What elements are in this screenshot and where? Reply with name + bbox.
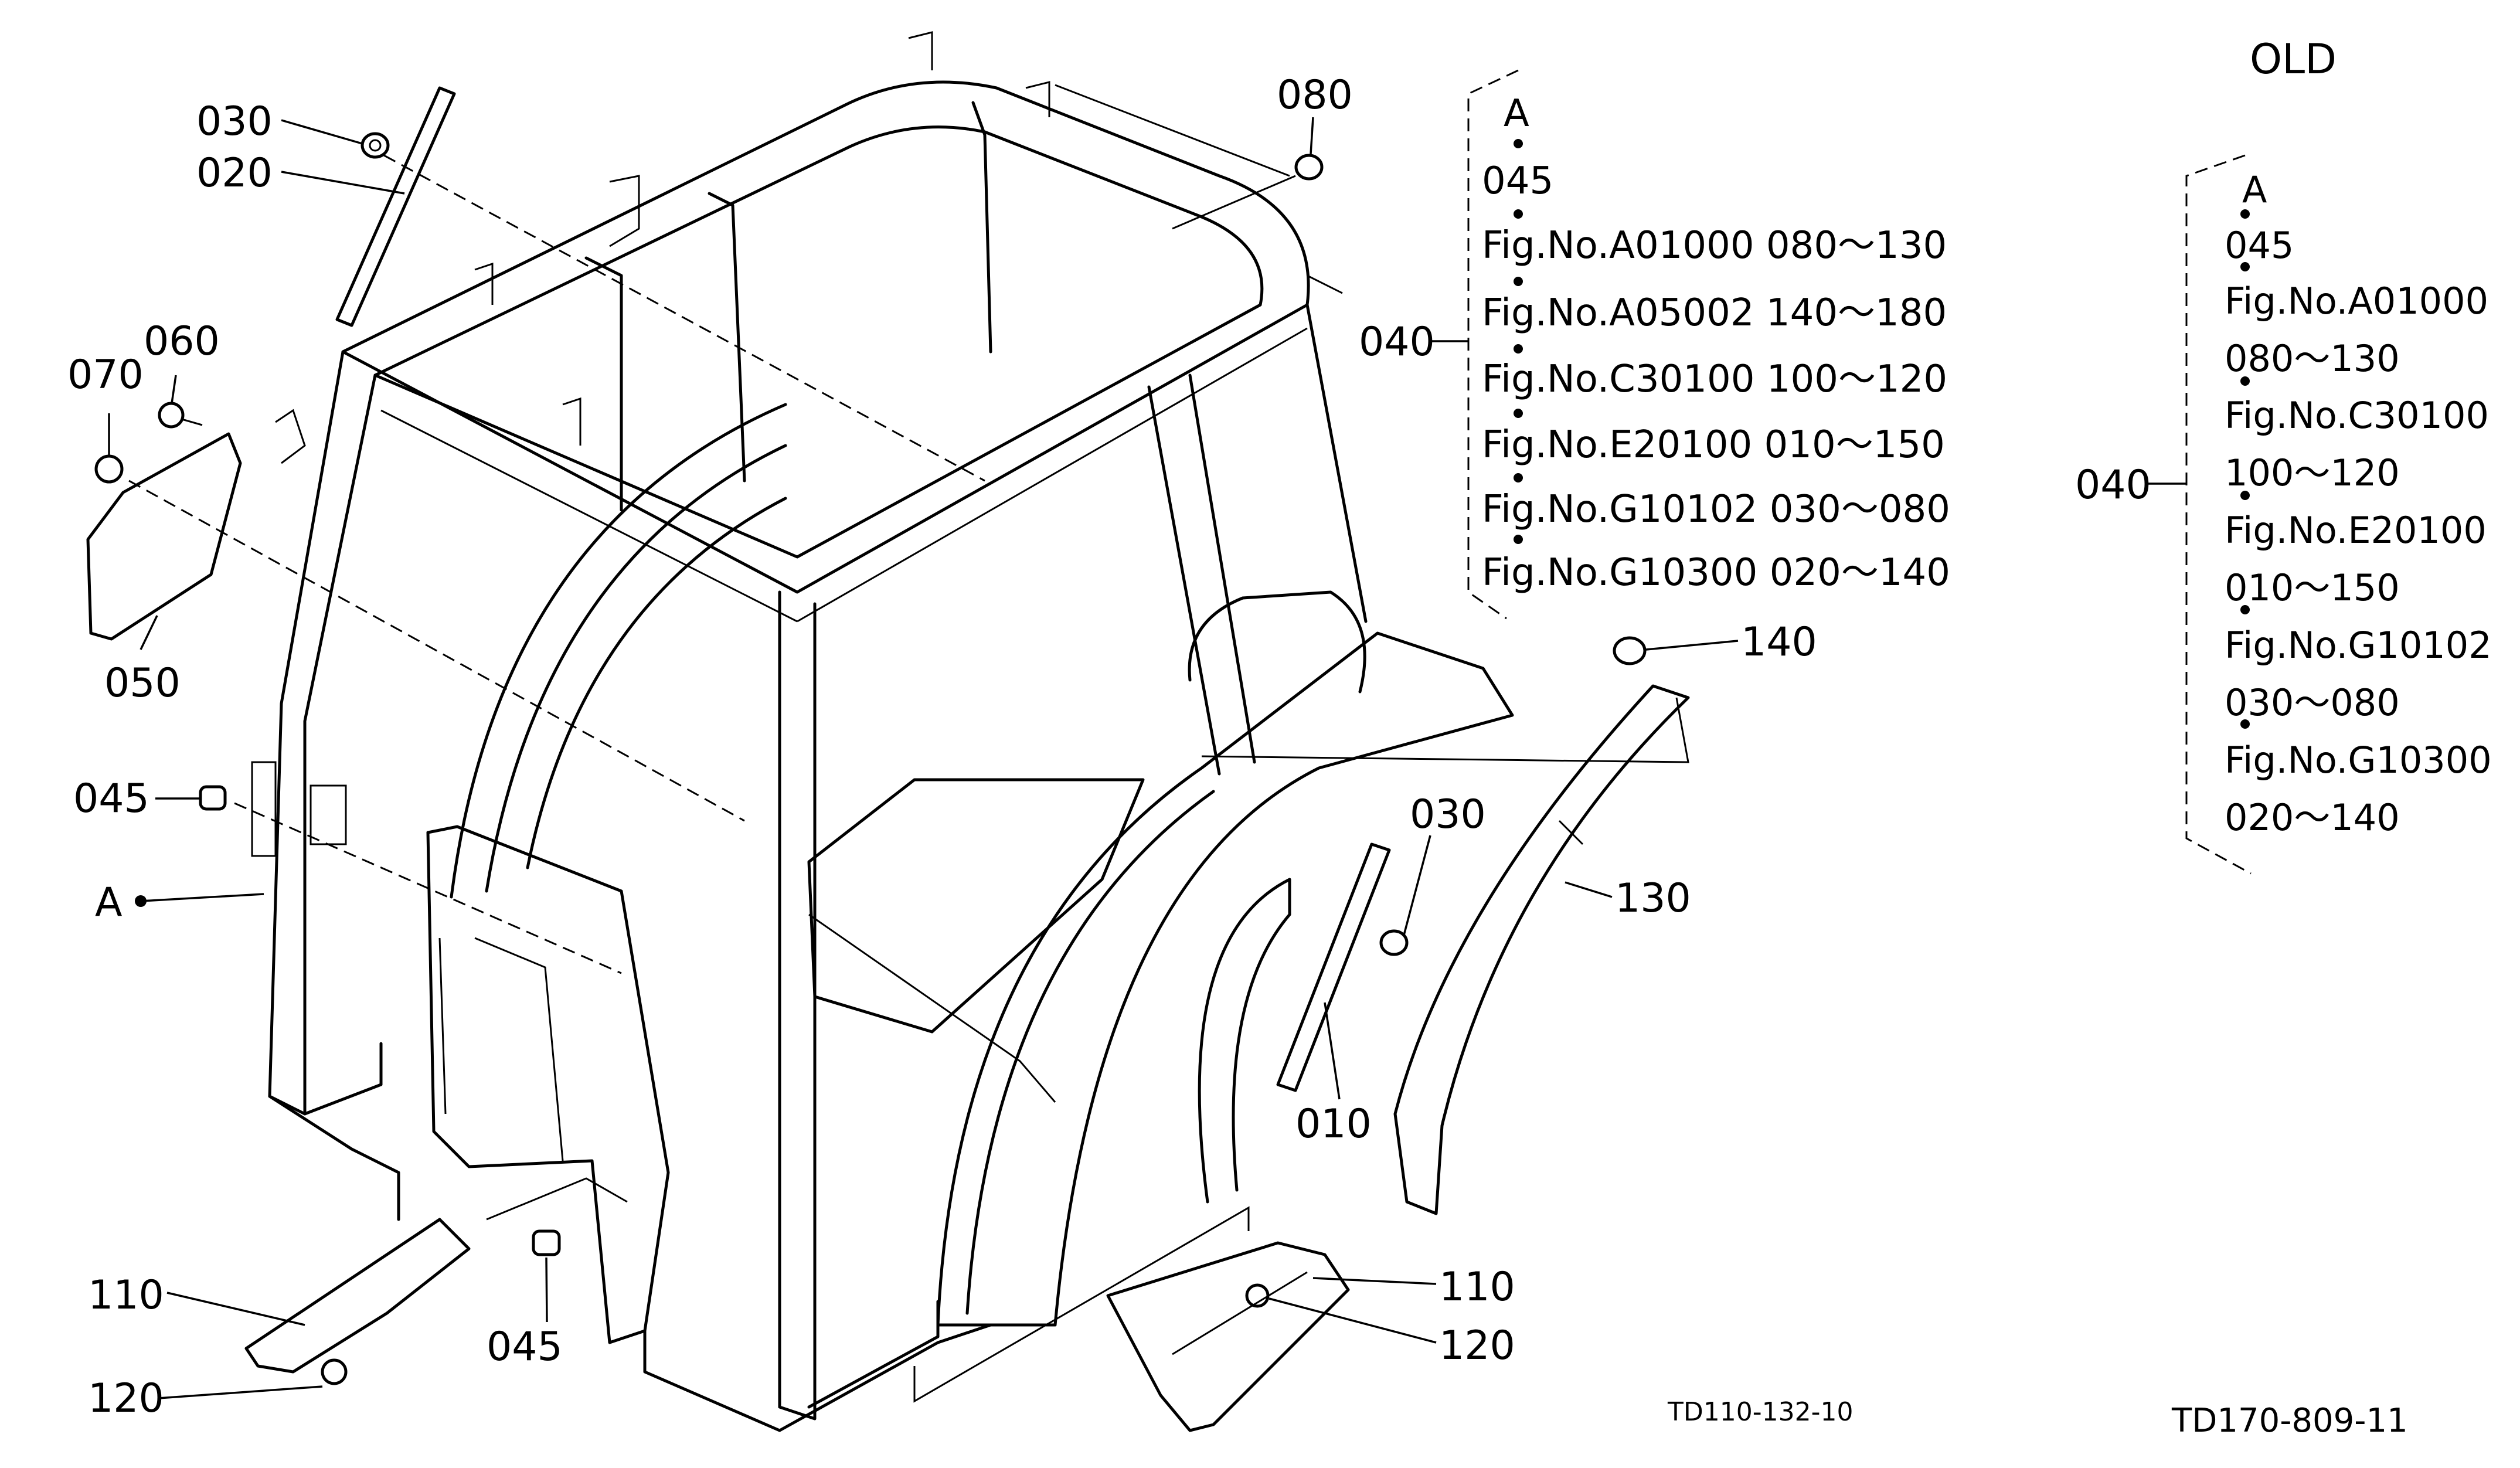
old-ref-row: 010〜150 (2225, 566, 2400, 609)
part-050-panel (86, 432, 242, 641)
callout-labels: 030 020 080 060 070 050 045 A 140 030 13… (67, 72, 1817, 1422)
callout-120-left: 120 (88, 1375, 164, 1422)
part-060-bolt (158, 402, 185, 429)
part-110-left-step (244, 1218, 471, 1374)
part-010-strip (1276, 842, 1391, 1092)
current-ref-a: A (1504, 92, 1529, 135)
current-ref-045: 045 (1482, 159, 1553, 203)
current-ref-row: Fig.No.G10300 020〜140 (1482, 551, 1950, 594)
cab-frame (251, 31, 1514, 1432)
sheet-code: TD170-809-11 (2171, 1402, 2408, 1440)
old-ref-row: Fig.No.C30100 (2225, 394, 2489, 437)
current-ref-row: Fig.No.A01000 080〜130 (1482, 224, 1947, 267)
drawing-code: TD110-132-10 (1667, 1397, 1853, 1427)
current-ref-row: Fig.No.G10102 030〜080 (1482, 488, 1950, 531)
part-045-upper (199, 785, 227, 811)
callout-030-b: 030 (1410, 791, 1486, 838)
current-ref-row: Fig.No.E20100 010〜150 (1482, 423, 1945, 467)
old-ref-list: OLD 040 A 045 Fig.No.A01000 080〜130 Fig.… (2075, 35, 2492, 839)
old-ref-row: Fig.No.G10102 (2225, 624, 2492, 667)
leader-lines (108, 117, 1739, 1399)
callout-A: A (95, 879, 123, 926)
part-120-bolt-left (321, 1358, 348, 1385)
old-ref-045: 045 (2225, 224, 2294, 267)
part-140-grommet (1613, 636, 1647, 665)
old-ref-row: 080〜130 (2225, 337, 2400, 380)
current-ref-bracket (1467, 69, 1523, 620)
old-ref-row: Fig.No.A01000 (2225, 280, 2488, 322)
part-045-lower (532, 1229, 561, 1256)
callout-080: 080 (1277, 72, 1353, 118)
part-080-grommet (1294, 154, 1324, 181)
callout-130: 130 (1615, 875, 1691, 922)
callout-030-a: 030 (196, 98, 273, 145)
old-ref-a: A (2242, 168, 2267, 211)
callout-045-upper: 045 (73, 776, 149, 822)
callout-040: 040 (1359, 319, 1435, 365)
current-ref-row: Fig.No.A05002 140〜180 (1482, 291, 1947, 335)
old-ref-row: Fig.No.G10300 (2225, 739, 2492, 781)
alignment-lines (128, 84, 1689, 1403)
current-ref-row: Fig.No.C30100 100〜120 (1482, 358, 1947, 401)
old-ref-row: 100〜120 (2225, 451, 2400, 494)
part-030-grommet-lower (1379, 929, 1409, 956)
old-ref-bracket (2148, 154, 2252, 875)
callout-110-left: 110 (88, 1272, 164, 1319)
callout-070: 070 (67, 352, 144, 398)
callout-110-right: 110 (1439, 1264, 1515, 1310)
part-130-strip (1393, 684, 1690, 1215)
old-title: OLD (2250, 35, 2337, 83)
current-ref-list: A 045 Fig.No.A01000 080〜130 Fig.No.A0500… (1482, 92, 1950, 594)
part-030-grommet (361, 132, 390, 159)
part-110-right-step (1106, 1241, 1350, 1432)
old-callout-040: 040 (2075, 462, 2151, 508)
part-020-strip (335, 86, 456, 327)
old-ref-row: 020〜140 (2225, 796, 2400, 839)
callout-045-lower: 045 (487, 1324, 563, 1370)
part-070-grommet (94, 454, 124, 484)
callout-020: 020 (196, 150, 273, 196)
callout-060: 060 (144, 318, 220, 365)
old-ref-row: 030〜080 (2225, 681, 2400, 724)
callout-120-right: 120 (1439, 1323, 1515, 1369)
callout-140: 140 (1741, 619, 1817, 665)
part-120-bolt-right (1245, 1283, 1270, 1308)
callout-010: 010 (1295, 1101, 1372, 1147)
old-ref-row: Fig.No.E20100 (2225, 509, 2487, 552)
callout-050: 050 (104, 660, 181, 706)
